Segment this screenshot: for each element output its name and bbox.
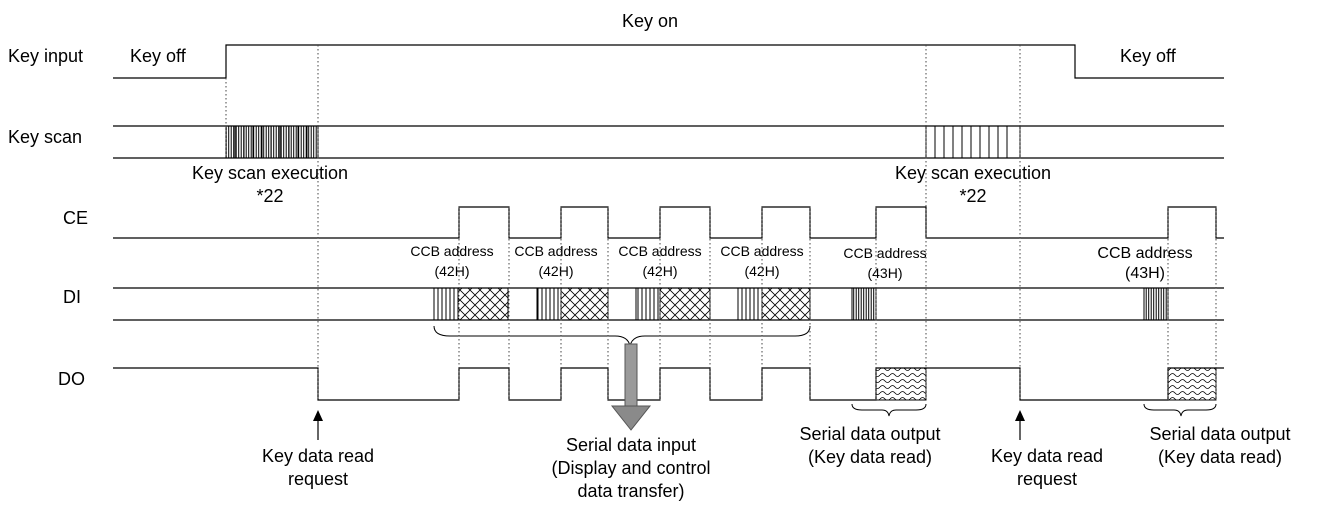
key-scan-burst-1 — [226, 126, 318, 158]
serial-output-2-line1: Serial data output — [1149, 424, 1290, 444]
read-request-arrow-1 — [313, 410, 323, 440]
ccb-addr-6: (43H) — [1125, 265, 1165, 282]
di-data-block-4 — [761, 287, 811, 321]
serial-input-arrow — [610, 343, 652, 431]
label-key-input: Key input — [8, 46, 83, 66]
serial-input-brace — [433, 325, 811, 347]
serial-output-1-line2: (Key data read) — [808, 447, 932, 467]
key-on-label: Key on — [622, 11, 678, 31]
read-request-1-line2: request — [288, 469, 348, 489]
di-data-block-2 — [560, 287, 609, 321]
serial-output-1-line1: Serial data output — [799, 424, 940, 444]
key-scan-execution-label-1: Key scan execution — [192, 163, 348, 183]
serial-input-line1: Serial data input — [566, 435, 696, 455]
di-data-block-1 — [457, 287, 509, 321]
di-data-blocks — [433, 287, 1169, 321]
do-key-data-block-2 — [1167, 367, 1217, 401]
label-key-scan: Key scan — [8, 127, 82, 147]
ccb-labels: CCB address (42H) CCB address (42H) CCB … — [410, 243, 1192, 282]
key-off-right-label: Key off — [1120, 46, 1177, 66]
di-address-block-5 — [851, 287, 877, 321]
label-ce: CE — [63, 208, 88, 228]
read-request-arrow-2 — [1015, 410, 1025, 440]
serial-output-brace-2 — [1143, 403, 1217, 417]
di-address-block-2 — [536, 287, 562, 321]
di-address-block-3 — [635, 287, 661, 321]
serial-output-brace-1 — [851, 403, 927, 417]
key-scan-burst-2 — [925, 126, 1021, 158]
di-address-block-6 — [1143, 287, 1169, 321]
timing-guides — [225, 45, 1217, 400]
ccb-label-5: CCB address — [843, 245, 926, 261]
key-input-waveform — [113, 44, 1224, 79]
ccb-label-6: CCB address — [1097, 245, 1192, 262]
read-request-2-line1: Key data read — [991, 446, 1103, 466]
ccb-addr-2: (42H) — [538, 263, 573, 279]
key-off-left-label: Key off — [130, 46, 187, 66]
ccb-label-2: CCB address — [514, 243, 597, 259]
di-data-block-3 — [659, 287, 711, 321]
read-request-2-line2: request — [1017, 469, 1077, 489]
serial-input-line2: (Display and control — [551, 458, 710, 478]
key-scan-note-1: *22 — [256, 186, 283, 206]
do-waveform — [113, 367, 1224, 401]
ce-waveform — [113, 206, 1224, 239]
serial-input-line3: data transfer) — [577, 481, 684, 501]
label-di: DI — [63, 287, 81, 307]
di-address-block-1 — [433, 287, 459, 321]
ccb-addr-5: (43H) — [867, 265, 902, 281]
di-address-block-4 — [737, 287, 763, 321]
ccb-addr-1: (42H) — [434, 263, 469, 279]
ccb-label-1: CCB address — [410, 243, 493, 259]
key-scan-execution-label-2: Key scan execution — [895, 163, 1051, 183]
serial-output-2-line2: (Key data read) — [1158, 447, 1282, 467]
label-do: DO — [58, 369, 85, 389]
read-request-1-line1: Key data read — [262, 446, 374, 466]
key-scan-note-2: *22 — [959, 186, 986, 206]
do-key-data-block-1 — [875, 367, 927, 401]
